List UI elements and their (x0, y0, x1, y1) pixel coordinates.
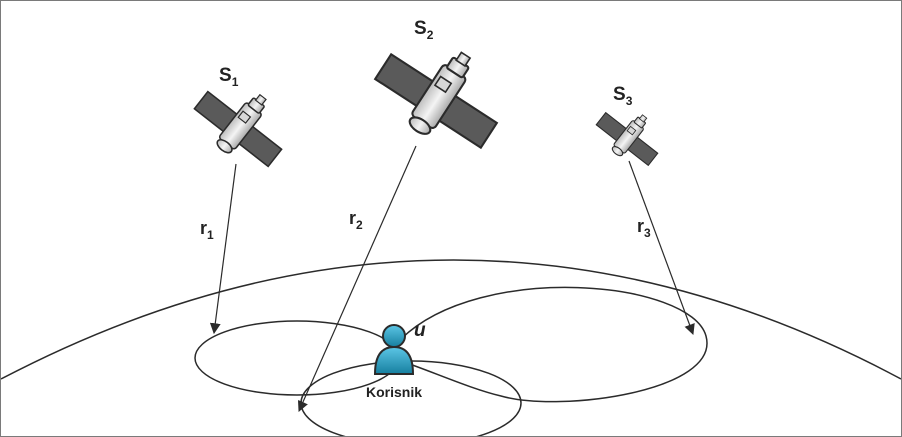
range-arrow-2 (297, 145, 417, 412)
range-arrow-3 (628, 160, 695, 336)
satellite-label-3: S3 (613, 84, 633, 108)
user-icon (373, 324, 415, 375)
range-label-3: r3 (637, 216, 651, 240)
user-label: Korisnik (366, 384, 422, 400)
satellite-label-1: S1 (219, 65, 239, 89)
satellite-icon (184, 67, 301, 180)
satellite-label-2: S2 (414, 18, 434, 42)
user-symbol: u (414, 320, 426, 341)
range-arrow-1 (209, 163, 237, 335)
range-circle-3 (400, 286, 708, 403)
satellite-icon (362, 19, 520, 167)
earth-horizon (1, 259, 901, 380)
range-label-2: r2 (349, 208, 363, 232)
range-label-1: r1 (200, 218, 214, 242)
